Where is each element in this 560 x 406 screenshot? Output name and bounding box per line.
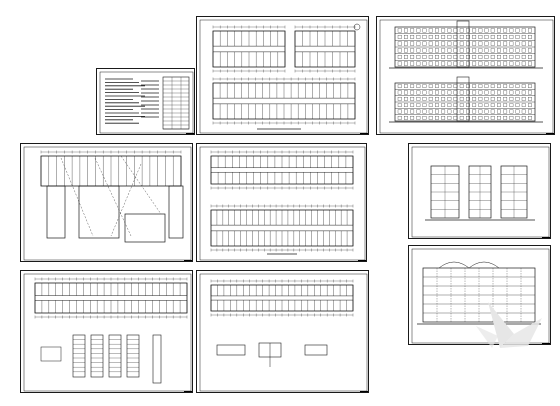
notes-table	[162, 76, 190, 130]
sheet-floor-plan-with-details	[20, 270, 193, 393]
detail-column	[152, 334, 162, 384]
title-block	[360, 133, 368, 134]
stylized-bird-logo-icon	[476, 302, 542, 348]
detail-stair-b	[90, 334, 104, 378]
detail-stair-c	[108, 334, 122, 378]
title-block	[184, 260, 192, 261]
sheet-frame	[411, 248, 550, 344]
detail-a	[216, 344, 246, 356]
title-block	[542, 237, 550, 238]
title-block	[186, 133, 194, 134]
detail-stair-a	[72, 334, 86, 378]
annex	[124, 213, 166, 243]
sheet-floor-plans-upper	[196, 16, 369, 135]
sheet-frame	[411, 146, 550, 238]
north-arrow-icon	[353, 23, 361, 31]
sheet-frame	[199, 19, 368, 134]
stair-tower	[456, 20, 470, 68]
sheet-frame	[23, 273, 192, 392]
sheet-elevations	[376, 16, 555, 135]
right-wing	[168, 185, 184, 239]
left-wing	[46, 185, 66, 239]
center-court	[78, 185, 120, 239]
notes-frame	[99, 71, 194, 134]
sheet-frame	[23, 146, 192, 261]
detail-stair-d	[126, 334, 140, 378]
sheet-ground-floor-site-plan	[20, 143, 193, 262]
detail-section	[40, 346, 62, 362]
stair-tower	[456, 76, 470, 122]
sheet-frame	[379, 19, 554, 134]
title-block	[184, 391, 192, 392]
sheet-floor-plans-middle	[196, 143, 367, 262]
sheet-roof-plan-details	[196, 270, 369, 393]
title-block	[358, 260, 366, 261]
title-block	[546, 133, 554, 134]
sheet-frame	[199, 273, 368, 392]
sheet-general-notes	[96, 68, 195, 135]
roof-profile	[438, 261, 500, 269]
title-block	[360, 391, 368, 392]
sheet-side-elevations	[408, 143, 551, 239]
sheet-frame	[199, 146, 366, 261]
detail-c	[304, 344, 328, 356]
title-block	[542, 343, 550, 344]
